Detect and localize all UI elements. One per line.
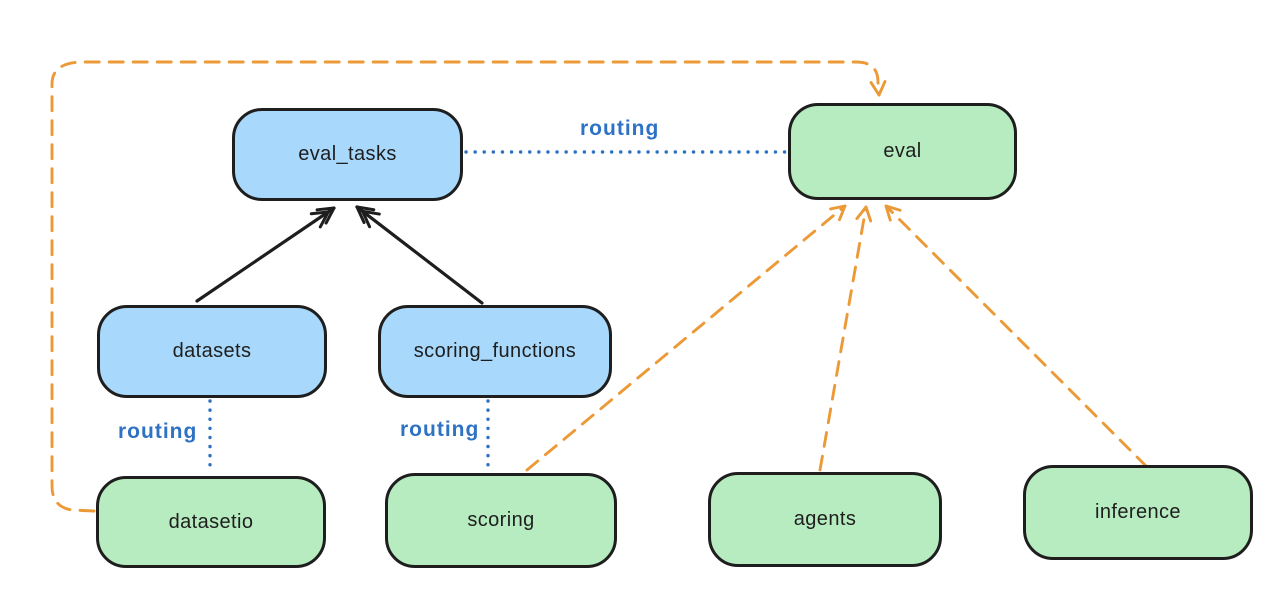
node-inference-label: inference <box>1095 501 1181 523</box>
node-eval-tasks: eval_tasks <box>232 108 463 201</box>
edge-agents-to-eval <box>818 205 873 472</box>
node-scoring-functions-label: scoring_functions <box>413 340 577 362</box>
edge-inference-to-eval <box>884 204 1149 469</box>
edge-datasetio-to-eval <box>50 60 887 513</box>
node-scoring-functions: scoring_functions <box>378 305 612 398</box>
node-eval-tasks-label: eval_tasks <box>298 143 397 165</box>
node-inference: inference <box>1023 465 1253 560</box>
node-datasetio: datasetio <box>96 476 326 568</box>
edge-label-routing-left: routing <box>118 420 198 443</box>
edge-scoring-to-eval <box>525 204 847 472</box>
node-eval-label: eval <box>883 140 922 162</box>
node-agents: agents <box>708 472 942 567</box>
edge-label-routing-middle: routing <box>400 418 480 441</box>
node-eval: eval <box>788 103 1017 200</box>
edge-scoring-functions-to-eval-tasks <box>355 205 484 305</box>
edge-label-routing-top: routing <box>580 117 660 140</box>
node-scoring-label: scoring <box>467 509 535 531</box>
edge-datasets-to-eval-tasks <box>195 206 336 303</box>
node-datasets: datasets <box>97 305 327 398</box>
node-agents-label: agents <box>793 508 857 530</box>
node-datasetio-label: datasetio <box>168 510 254 533</box>
node-scoring: scoring <box>385 473 617 568</box>
node-datasets-label: datasets <box>172 340 252 362</box>
